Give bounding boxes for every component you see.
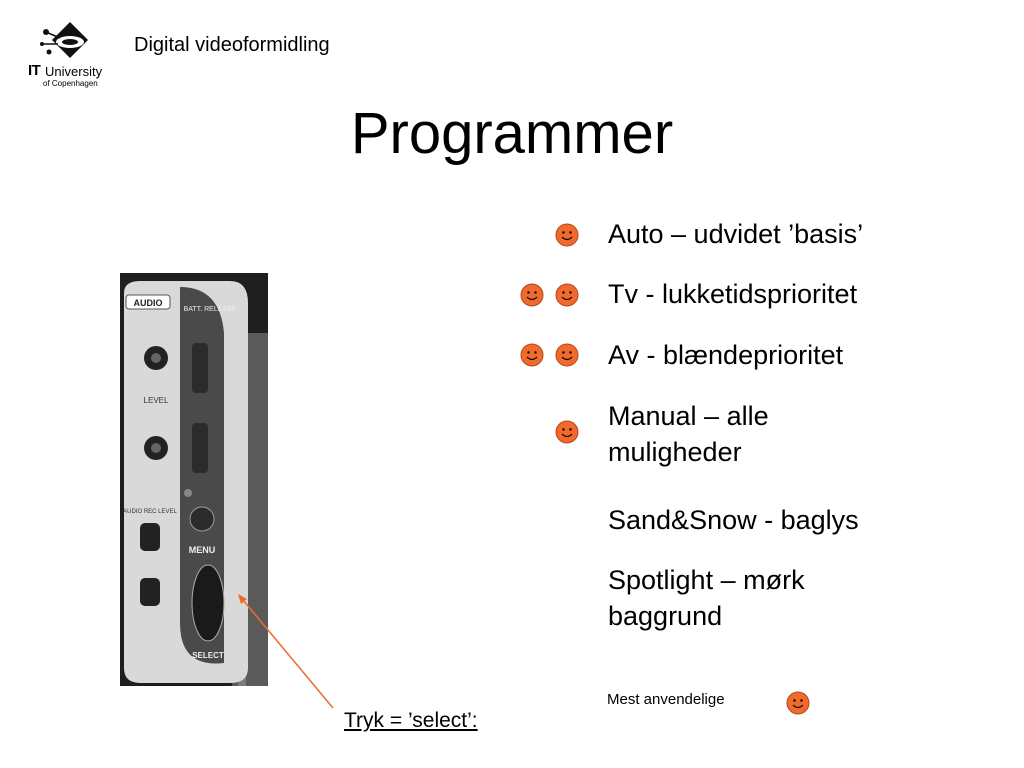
photo-label-select: SELECT bbox=[192, 651, 224, 660]
list-item-auto: Auto – udvidet ’basis’ bbox=[608, 216, 863, 252]
smiley-icon bbox=[786, 691, 810, 715]
list-item-tv: Tv - lukketidsprioritet bbox=[608, 276, 857, 312]
item-text: Auto – udvidet ’basis’ bbox=[608, 219, 864, 249]
list-item-av: Av - blændeprioritet bbox=[608, 337, 843, 373]
item-text: Manual – alle bbox=[608, 401, 769, 431]
item-text: muligheder bbox=[608, 437, 742, 467]
smiley-icon bbox=[555, 343, 579, 367]
itu-logo-icon bbox=[40, 22, 88, 58]
caption: Tryk = ’select’: bbox=[344, 709, 478, 732]
photo-label-audio: AUDIO bbox=[134, 298, 163, 308]
list-item-sandsnow: Sand&Snow - baglys bbox=[608, 502, 859, 538]
item-text: Sand&Snow - baglys bbox=[608, 505, 859, 535]
logo-it: IT bbox=[28, 62, 41, 79]
item-text: Spotlight – mørk bbox=[608, 565, 805, 595]
smiley-icon bbox=[555, 223, 579, 247]
smiley-icon bbox=[555, 420, 579, 444]
logo-subtitle: of Copenhagen bbox=[43, 79, 98, 88]
photo-label-level: LEVEL bbox=[144, 396, 169, 405]
photo-label-audio-rec: AUDIO REC LEVEL bbox=[123, 509, 177, 515]
slide-title: Programmer bbox=[350, 101, 674, 166]
logo-university: University bbox=[45, 64, 103, 79]
list-item-manual: Manual – alle muligheder bbox=[608, 398, 769, 470]
item-text: baggrund bbox=[608, 601, 723, 631]
list-item-spotlight: Spotlight – mørk baggrund bbox=[608, 562, 805, 634]
camera-controls-photo: AUDIO BATT. RELEASE LEVEL AUDIO REC LEVE… bbox=[120, 273, 268, 686]
smiley-icon bbox=[555, 283, 579, 307]
photo-label-batt: BATT. RELEASE bbox=[184, 306, 237, 313]
course-title: Digital videoformidling bbox=[134, 34, 330, 56]
smiley-icon bbox=[520, 283, 544, 307]
item-text: Tv - lukketidsprioritet bbox=[608, 279, 858, 309]
item-text: Av - blændeprioritet bbox=[608, 340, 844, 370]
legend-note: Mest anvendelige bbox=[607, 691, 725, 708]
smiley-icon bbox=[520, 343, 544, 367]
photo-label-menu: MENU bbox=[189, 545, 216, 555]
